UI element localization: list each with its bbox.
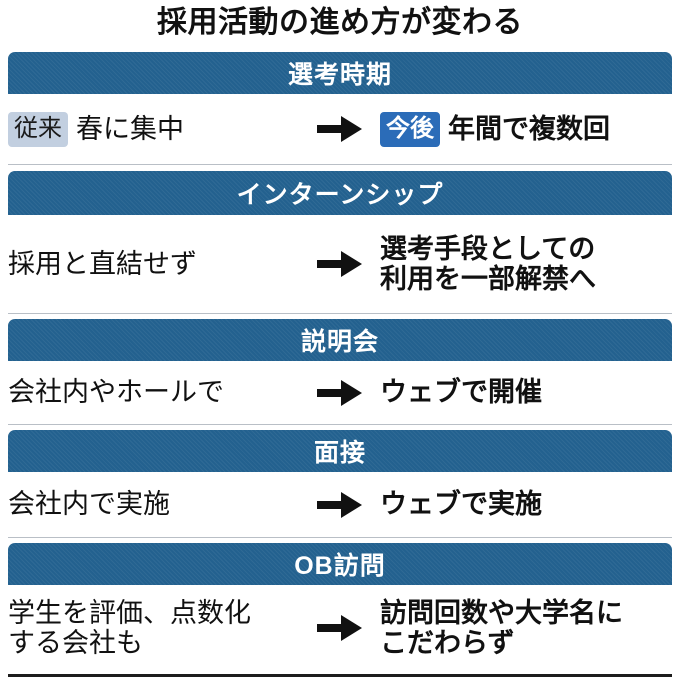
section-header-bar: 選考時期: [8, 52, 672, 94]
right-arrow-icon: [317, 615, 362, 641]
transition-arrow: [300, 378, 380, 408]
bottom-rule: [8, 674, 672, 677]
after-cell: ウェブで開催: [380, 377, 680, 407]
section-header-bar: OB訪問: [8, 543, 672, 585]
transition-arrow: [300, 114, 380, 144]
right-arrow-icon: [317, 379, 362, 406]
section-header-label: 説明会: [300, 328, 379, 356]
section-header-label: 選考時期: [287, 61, 392, 89]
before-cell: 従来 春に集中: [0, 111, 300, 147]
after-cell: 訪問回数や大学名に こだわらず: [380, 598, 680, 658]
after-cell: 選考手段としての 利用を一部解禁へ: [380, 234, 680, 294]
after-cell: ウェブで実施: [380, 489, 680, 519]
after-text: 年間で複数回: [448, 113, 610, 144]
before-cell: 会社内やホールで: [0, 377, 300, 407]
section-header-label: インターンシップ: [236, 181, 444, 209]
section-header-bar: 面接: [8, 430, 672, 472]
section-body: 従来 春に集中 今後 年間で複数回: [0, 94, 680, 164]
section-divider: [8, 164, 672, 165]
before-text: 会社内やホールで: [8, 377, 224, 408]
after-badge: 今後: [380, 111, 440, 147]
after-cell: 今後 年間で複数回: [380, 111, 680, 147]
section-body: 採用と直結せず 選考手段としての 利用を一部解禁へ: [0, 215, 680, 313]
right-arrow-icon: [317, 491, 362, 518]
after-text: 訪問回数や大学名に こだわらず: [380, 597, 623, 658]
section-header-bar: インターンシップ: [8, 171, 672, 215]
after-text: ウェブで実施: [380, 489, 542, 520]
section-mensetsu: 面接 会社内で実施 ウェブで実施: [0, 424, 680, 537]
section-divider: [8, 537, 672, 538]
before-badge: 従来: [8, 111, 68, 147]
transition-arrow: [300, 613, 380, 643]
right-arrow-icon: [317, 116, 362, 142]
section-divider: [8, 313, 672, 314]
transition-arrow: [300, 490, 380, 520]
section-ob-homon: OB訪問 学生を評価、点数化 する会社も 訪問回数や大学名に こだわらず: [0, 537, 680, 677]
page-title: 採用活動の進め方が変わる: [157, 6, 523, 39]
before-cell: 学生を評価、点数化 する会社も: [0, 598, 300, 658]
after-text: 選考手段としての 利用を一部解禁へ: [380, 233, 596, 294]
section-body: 学生を評価、点数化 する会社も 訪問回数や大学名に こだわらず: [0, 585, 680, 671]
after-text: ウェブで開催: [380, 377, 542, 408]
section-body: 会社内やホールで ウェブで開催: [0, 361, 680, 424]
before-text: 春に集中: [76, 113, 184, 144]
section-header-label: OB訪問: [294, 552, 386, 580]
before-text: 採用と直結せず: [8, 248, 197, 279]
transition-arrow: [300, 249, 380, 279]
section-header-bar: 説明会: [8, 319, 672, 361]
before-text: 学生を評価、点数化 する会社も: [8, 597, 251, 658]
section-setsumeikai: 説明会 会社内やホールで ウェブで開催: [0, 313, 680, 424]
section-senko-jiki: 選考時期 従来 春に集中 今後 年間で複数回: [0, 52, 680, 164]
before-cell: 会社内で実施: [0, 489, 300, 519]
before-text: 会社内で実施: [8, 489, 170, 520]
before-cell: 採用と直結せず: [0, 249, 300, 279]
section-header-label: 面接: [313, 439, 366, 467]
section-internship: インターンシップ 採用と直結せず 選考手段としての 利用を一部解禁へ: [0, 164, 680, 313]
section-divider: [8, 424, 672, 425]
right-arrow-icon: [317, 251, 362, 277]
section-body: 会社内で実施 ウェブで実施: [0, 472, 680, 537]
